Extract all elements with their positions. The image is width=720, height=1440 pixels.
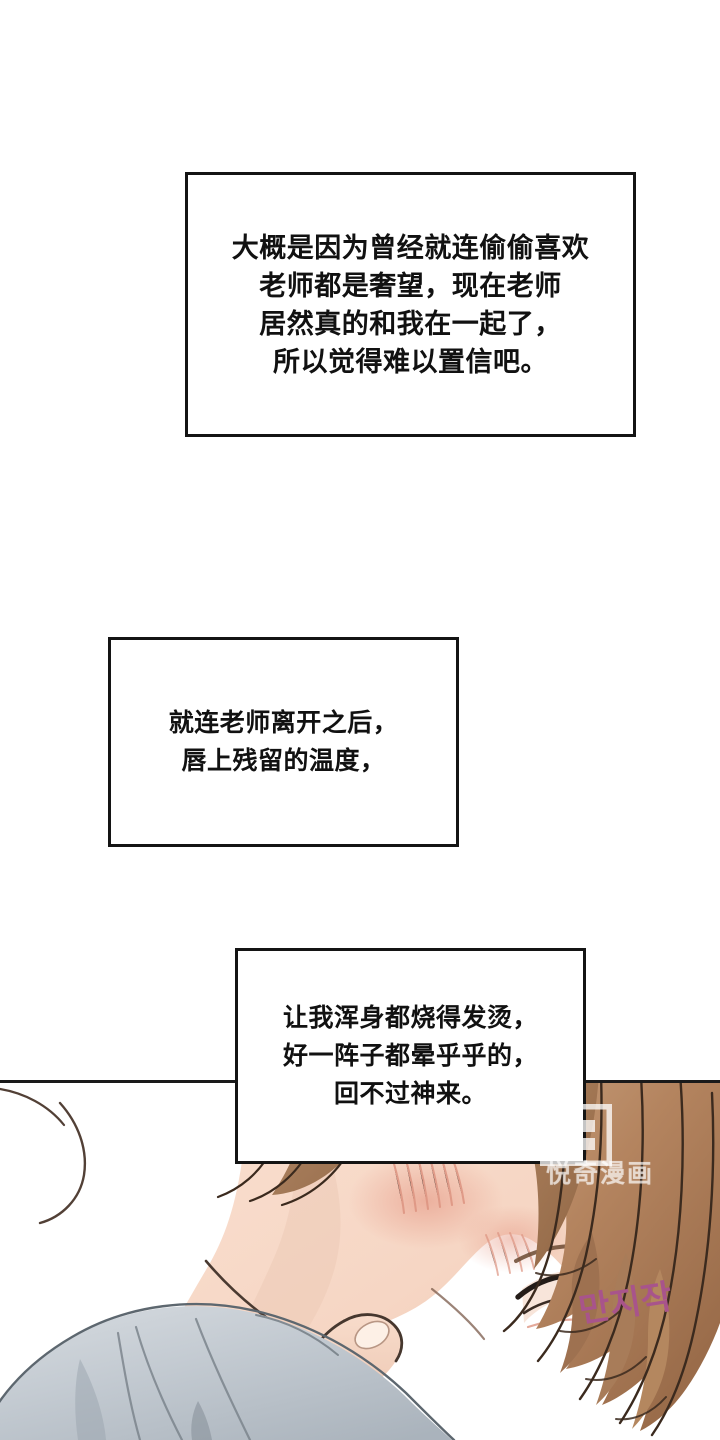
narration-box-2-text: 就连老师离开之后， 唇上残留的温度， (169, 704, 399, 780)
narration-box-1-text: 大概是因为曾经就连偷偷喜欢 老师都是奢望，现在老师 居然真的和我在一起了， 所以… (232, 229, 590, 381)
watermark-logo-icon (538, 1102, 614, 1168)
watermark-text: 悦奇漫画 (546, 1160, 655, 1188)
character-shirt (0, 1302, 456, 1440)
narration-line: 唇上残留的温度， (181, 747, 386, 775)
narration-line: 好一阵子都晕乎乎的， (282, 1042, 538, 1070)
narration-line: 回不过神来。 (333, 1080, 487, 1108)
narration-line: 让我浑身都烧得发烫， (282, 1004, 538, 1032)
narration-line: 所以觉得难以置信吧。 (273, 346, 548, 377)
narration-line: 居然真的和我在一起了， (259, 308, 562, 339)
narration-box-1: 大概是因为曾经就连偷偷喜欢 老师都是奢望，现在老师 居然真的和我在一起了， 所以… (185, 172, 636, 437)
narration-line: 老师都是奢望，现在老师 (259, 270, 562, 301)
narration-box-3-text: 让我浑身都烧得发烫， 好一阵子都晕乎乎的， 回不过神来。 (283, 999, 538, 1113)
narration-box-2: 就连老师离开之后， 唇上残留的温度， (108, 637, 459, 847)
narration-box-3: 让我浑身都烧得发烫， 好一阵子都晕乎乎的， 回不过神来。 (235, 948, 586, 1164)
narration-line: 大概是因为曾经就连偷偷喜欢 (231, 232, 590, 263)
narration-line: 就连老师离开之后， (168, 709, 399, 737)
